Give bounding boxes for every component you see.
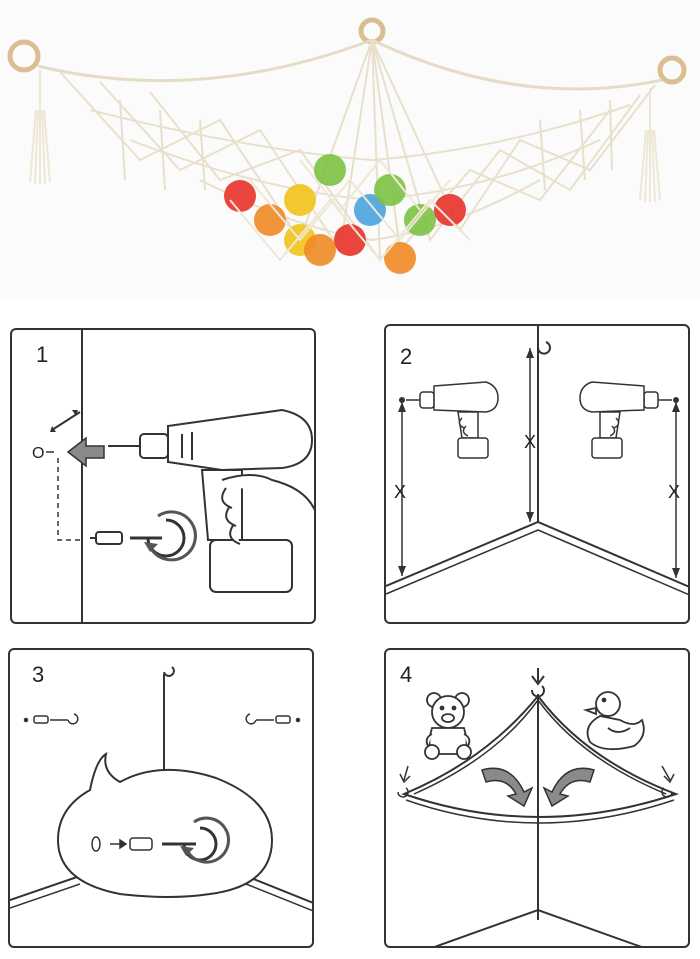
offset-label: O [32,445,44,462]
drill-direction-arrow [66,436,105,468]
top-hook-icon [531,685,545,698]
toy-ball [334,224,366,256]
toy-ball [254,204,286,236]
hammock-outline [401,694,679,818]
toy-ball [384,242,416,274]
toy-ball [434,194,466,226]
right-distance-label: X [668,482,680,502]
net-mesh-front [229,158,471,262]
right-hook-icon [661,765,675,798]
toy-ball [354,194,386,226]
top-arrow-icon [531,668,545,686]
step-2-illustration: X X X [386,326,688,596]
power-drill-icon [108,408,314,593]
left-drill-icon [406,381,499,459]
step-4-panel: 4 [384,648,690,948]
top-hook-icon [163,666,175,677]
step-number: 1 [36,342,49,367]
left-distance-label: X [394,482,406,502]
step-number: 3 [32,662,45,687]
hammock-product-image [0,0,700,300]
toy-ball [404,204,436,236]
toy-ball [314,154,346,186]
ball-cluster [224,154,466,274]
offset-arrow [51,411,81,431]
right-ring [657,55,687,85]
floor-line [10,875,312,904]
center-distance-label: X [524,432,536,452]
right-drill-icon [579,381,672,459]
right-insert-arrow [542,767,595,808]
floor-line [434,908,642,946]
teddy-bear-icon [424,692,472,760]
callout-bubble [56,751,274,898]
screw-hook-icon [162,816,230,864]
step-4-illustration [397,668,679,946]
toy-ball [374,174,406,206]
left-insert-arrow [481,767,534,808]
step-number: 2 [400,344,413,369]
step-2-panel: 2 X X X [384,324,690,624]
right-hook-assembly-icon [245,713,301,725]
left-hook-icon [397,765,411,798]
toy-ball [304,234,336,266]
drill-hole-icon [91,836,101,852]
toy-ball [284,184,316,216]
left-hook-assembly-icon [23,713,79,725]
step-1-panel: 1 O [10,328,316,624]
screw-hook-icon [130,510,197,562]
left-tassel [29,70,51,185]
step-3-illustration [10,666,312,912]
rubber-duck-icon [582,691,645,751]
step-1-illustration: O [32,330,314,622]
toy-ball [224,180,256,212]
wall-anchor-icon [110,837,153,851]
left-ring [7,39,41,73]
top-hook-icon [537,341,551,355]
right-tassel [639,88,661,203]
floor-line [386,520,688,588]
step-3-panel: 3 [8,648,314,948]
wall-anchor-icon [90,531,123,545]
step-number: 4 [400,662,413,687]
dashed-guide-line [57,458,82,541]
